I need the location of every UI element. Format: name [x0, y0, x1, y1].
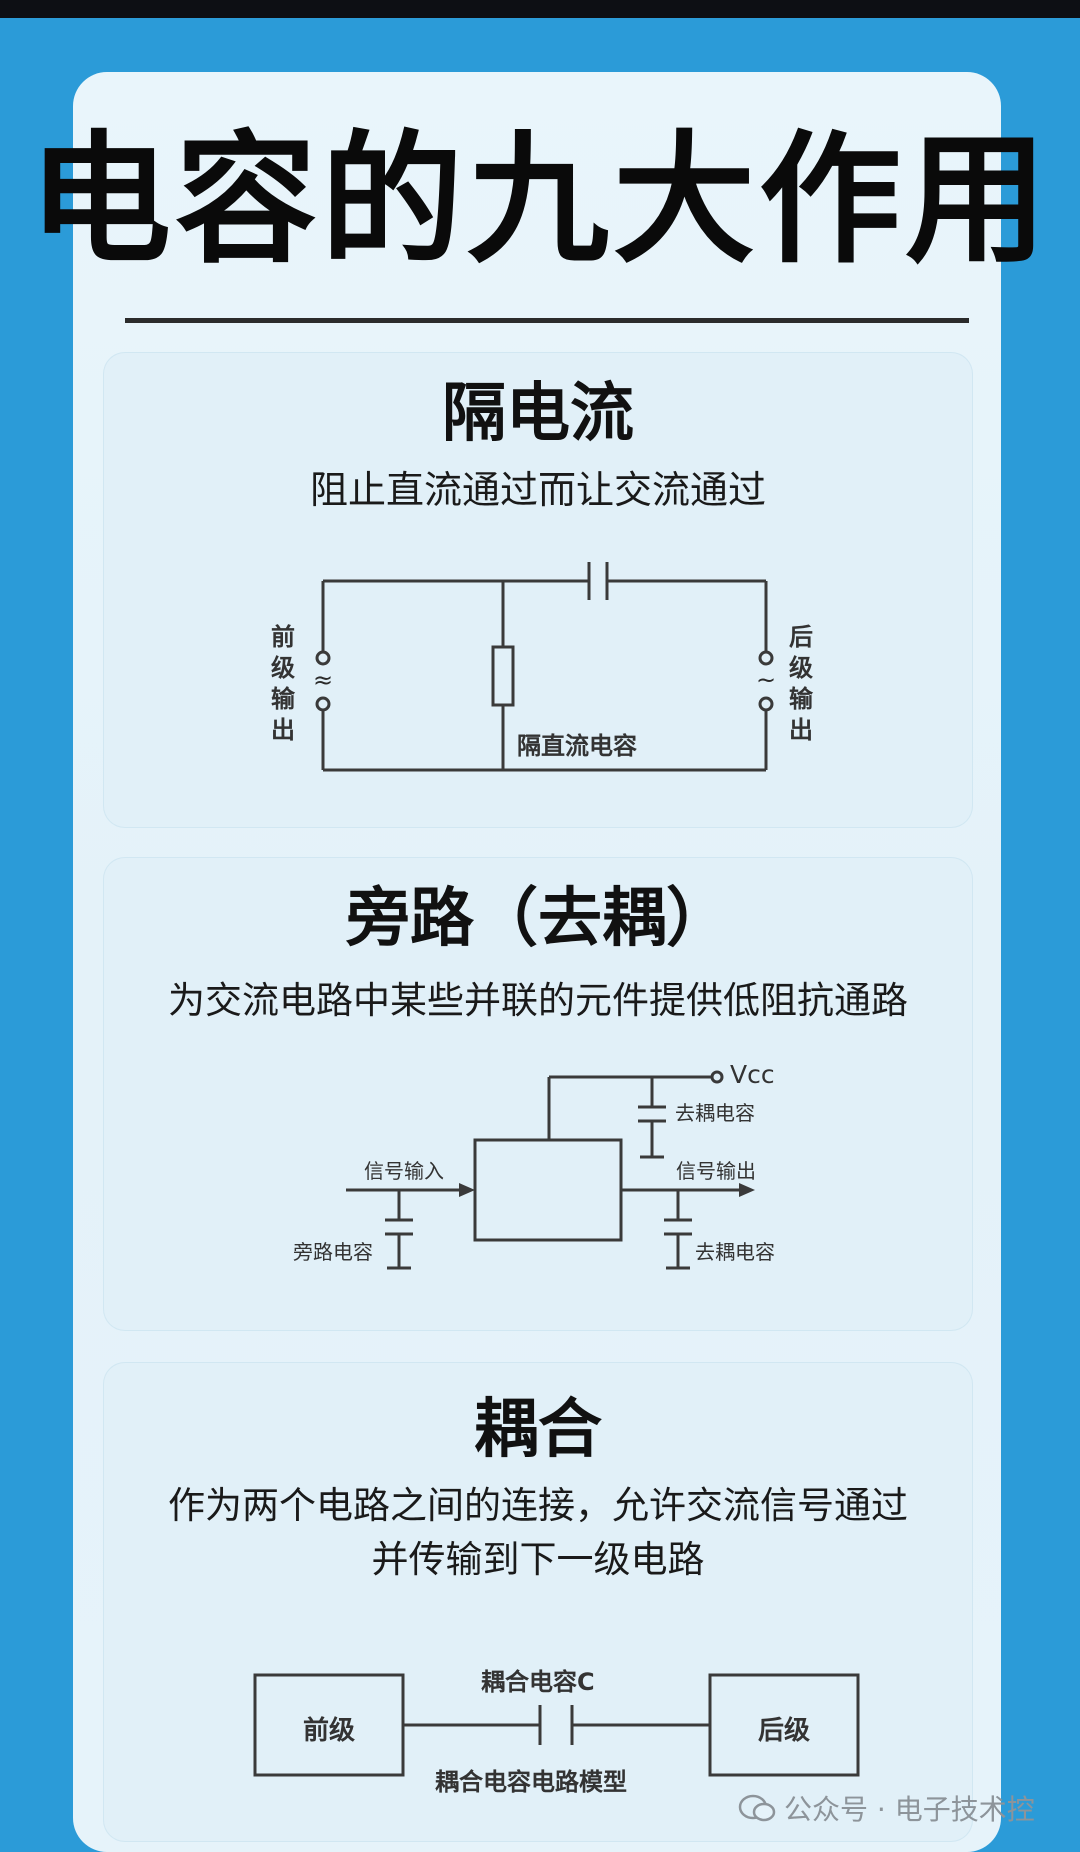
coupling-circuit-diagram — [253, 1673, 860, 1777]
section-card-coupling: 耦合 作为两个电路之间的连接，允许交流信号通过 并传输到下一级电路 耦合电容C … — [103, 1362, 973, 1842]
title-divider — [125, 318, 969, 323]
section-card-dc-blocking: 隔电流 阻止直流通过而让交流通过 — [103, 352, 973, 828]
diagram-label-back-stage: 后级 — [757, 1716, 810, 1746]
svg-text:≈: ≈ — [313, 666, 333, 694]
section-description-line-2: 并传输到下一级电路 — [371, 1538, 705, 1581]
wechat-icon — [738, 1794, 776, 1822]
watermark: 公众号 · 电子技术控 — [738, 1788, 1035, 1828]
input-arrow-icon — [459, 1183, 475, 1197]
diagram-label-signal-output: 信号输出 — [676, 1159, 756, 1183]
section-title: 旁路（去耦） — [346, 882, 730, 956]
diagram-label-signal-input: 信号输入 — [364, 1159, 444, 1183]
diagram-label-rear-output: 后级输出 — [789, 623, 813, 744]
diagram-label-coupling-capacitor: 耦合电容C — [481, 1668, 595, 1696]
ac-source-icon: ≈ — [313, 666, 333, 694]
diagram-label-coupling-model: 耦合电容电路模型 — [435, 1768, 627, 1796]
ac-output-icon: ~ — [756, 666, 776, 694]
section-description-line-1: 作为两个电路之间的连接，允许交流信号通过 — [168, 1484, 908, 1527]
bypass-decoupling-circuit-diagram — [346, 1070, 755, 1270]
section-title: 隔电流 — [442, 377, 634, 451]
top-status-bar — [0, 0, 1080, 18]
section-description: 为交流电路中某些并联的元件提供低阻抗通路 — [168, 979, 908, 1022]
diagram-label-top-decoupling: 去耦电容 — [675, 1101, 755, 1125]
diagram-label-dc-blocking-capacitor: 隔直流电容 — [517, 732, 637, 760]
section-title: 耦合 — [474, 1393, 602, 1467]
diagram-label-vcc: Vcc — [730, 1060, 775, 1089]
diagram-label-bypass-capacitor: 旁路电容 — [293, 1240, 373, 1264]
page-title: 电容的九大作用 — [29, 118, 1051, 283]
section-description: 阻止直流通过而让交流通过 — [309, 468, 766, 512]
dc-blocking-circuit-diagram: ≈ ~ — [313, 562, 776, 772]
output-arrow-icon — [739, 1183, 755, 1197]
diagram-label-bottom-decoupling: 去耦电容 — [695, 1240, 775, 1264]
section-card-bypass-decoupling: 旁路（去耦） 为交流电路中某些并联的元件提供低阻抗通路 — [103, 857, 973, 1331]
svg-text:~: ~ — [756, 666, 776, 694]
diagram-label-front-output: 前级输出 — [271, 623, 295, 744]
diagram-label-front-stage: 前级 — [302, 1716, 355, 1746]
watermark-text: 公众号 · 电子技术控 — [784, 1793, 1035, 1826]
